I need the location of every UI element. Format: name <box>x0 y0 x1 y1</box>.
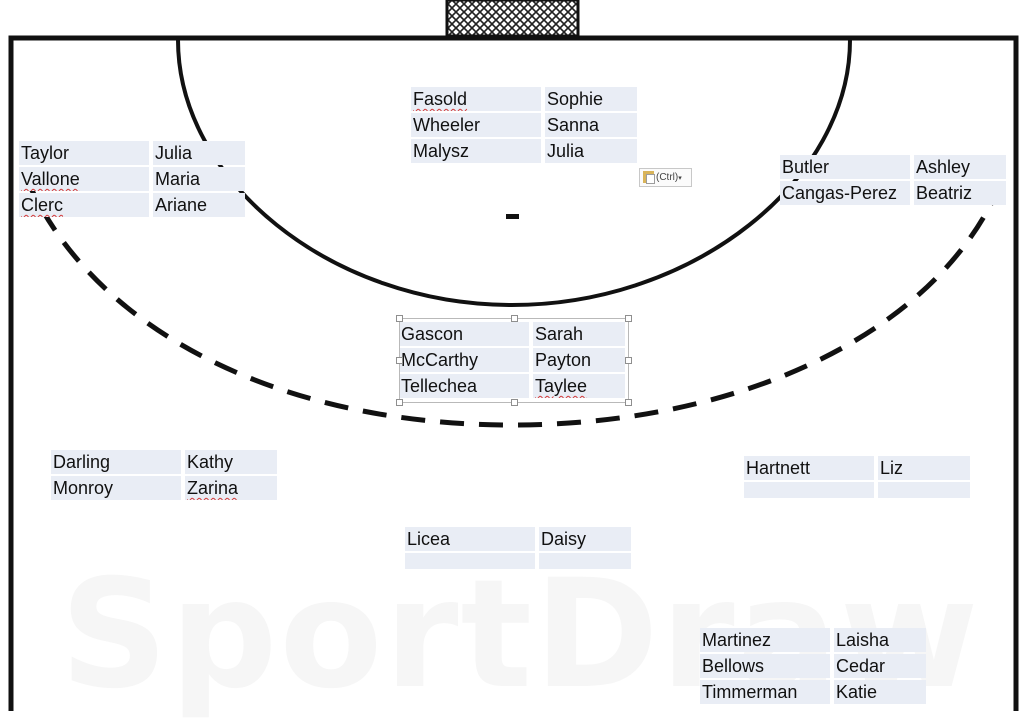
last-name-cell[interactable] <box>405 553 539 569</box>
penalty-mark <box>506 214 519 219</box>
table-row: Cangas-Perez Beatriz <box>780 181 1006 205</box>
table-row: Clerc Ariane <box>19 193 245 217</box>
table-row: Fasold Sophie <box>411 87 637 111</box>
resize-handle[interactable] <box>625 315 632 322</box>
last-name-cell[interactable]: Wheeler <box>411 113 545 137</box>
first-name-cell: Taylee <box>535 376 588 396</box>
clipboard-icon <box>643 171 655 184</box>
last-name-cell[interactable] <box>744 482 878 498</box>
court-boundary <box>8 35 1019 711</box>
last-name-cell[interactable]: Malysz <box>411 139 545 163</box>
first-name-cell: Zarina <box>187 478 239 498</box>
selection-frame[interactable] <box>396 315 632 406</box>
first-name-cell[interactable] <box>539 553 631 569</box>
table-row: Taylor Julia <box>19 141 245 165</box>
table-row: Martinez Laisha <box>700 628 926 652</box>
roster-top-left: Taylor Julia Vallone Maria Clerc Ariane <box>19 139 245 219</box>
first-name-cell[interactable]: Ashley <box>914 155 1006 179</box>
table-row: Malysz Julia <box>411 139 637 163</box>
roster-top-center: Fasold Sophie Wheeler Sanna Malysz Julia <box>411 85 637 165</box>
resize-handle[interactable] <box>625 399 632 406</box>
roster-mid-left: Darling Kathy Monroy Zarina <box>51 448 277 502</box>
table-row: Hartnett Liz <box>744 456 970 480</box>
resize-handle[interactable] <box>511 399 518 406</box>
first-name-cell[interactable]: Kathy <box>185 450 277 474</box>
paste-options-label: (Ctrl) <box>656 172 679 183</box>
first-name-cell[interactable]: Beatriz <box>914 181 1006 205</box>
resize-handle[interactable] <box>396 315 403 322</box>
last-name-cell[interactable]: Monroy <box>51 476 185 500</box>
free-throw-line <box>22 174 1007 428</box>
first-name-cell[interactable]: Daisy <box>539 527 631 551</box>
resize-handle[interactable] <box>625 357 632 364</box>
table-row <box>405 553 631 569</box>
last-name-cell[interactable]: Licea <box>405 527 539 551</box>
table-row: Vallone Maria <box>19 167 245 191</box>
roster-top-right: Butler Ashley Cangas-Perez Beatriz <box>780 153 1006 207</box>
first-name-cell[interactable] <box>878 482 970 498</box>
last-name-cell: Clerc <box>21 195 64 215</box>
last-name-cell[interactable]: Bellows <box>700 654 834 678</box>
last-name-cell[interactable]: McCarthy <box>399 348 533 372</box>
goal-net <box>445 0 580 38</box>
last-name-cell: Vallone <box>21 169 80 189</box>
table-row: Wheeler Sanna <box>411 113 637 137</box>
resize-handle[interactable] <box>511 315 518 322</box>
paste-options-button[interactable]: (Ctrl)▾ <box>639 168 692 187</box>
first-name-cell[interactable]: Katie <box>834 680 926 704</box>
first-name-cell[interactable]: Laisha <box>834 628 926 652</box>
roster-lower-center: Licea Daisy <box>405 525 631 571</box>
table-row: Gascon Sarah <box>399 322 625 346</box>
last-name-cell[interactable]: Darling <box>51 450 185 474</box>
last-name-cell[interactable]: Butler <box>780 155 914 179</box>
first-name-cell[interactable]: Maria <box>153 167 245 191</box>
first-name-cell[interactable]: Sanna <box>545 113 637 137</box>
roster-mid-right: Hartnett Liz <box>744 454 970 500</box>
table-row: Butler Ashley <box>780 155 1006 179</box>
last-name-cell[interactable]: Hartnett <box>744 456 878 480</box>
table-row <box>744 482 970 498</box>
first-name-cell[interactable]: Sophie <box>545 87 637 111</box>
last-name-cell[interactable]: Taylor <box>19 141 153 165</box>
first-name-cell[interactable]: Ariane <box>153 193 245 217</box>
last-name-cell[interactable]: Gascon <box>399 322 533 346</box>
first-name-cell[interactable]: Sarah <box>533 322 625 346</box>
first-name-cell[interactable]: Liz <box>878 456 970 480</box>
last-name-cell: Fasold <box>413 89 468 109</box>
first-name-cell[interactable]: Cedar <box>834 654 926 678</box>
table-row: Bellows Cedar <box>700 654 926 678</box>
dropdown-arrow-icon: ▾ <box>678 175 682 182</box>
table-row: Darling Kathy <box>51 450 277 474</box>
last-name-cell[interactable]: Martinez <box>700 628 834 652</box>
roster-center: Gascon Sarah McCarthy Payton Tellechea T… <box>399 320 625 400</box>
last-name-cell[interactable]: Cangas-Perez <box>780 181 914 205</box>
table-row: Timmerman Katie <box>700 680 926 704</box>
first-name-cell[interactable]: Julia <box>545 139 637 163</box>
roster-bottom-right: Martinez Laisha Bellows Cedar Timmerman … <box>700 626 926 706</box>
last-name-cell[interactable]: Timmerman <box>700 680 834 704</box>
resize-handle[interactable] <box>396 399 403 406</box>
table-row: McCarthy Payton <box>399 348 625 372</box>
table-row: Tellechea Taylee <box>399 374 625 398</box>
first-name-cell[interactable]: Julia <box>153 141 245 165</box>
last-name-cell[interactable]: Tellechea <box>399 374 533 398</box>
first-name-cell[interactable]: Payton <box>533 348 625 372</box>
goal-area-line <box>176 39 852 308</box>
table-row: Licea Daisy <box>405 527 631 551</box>
resize-handle[interactable] <box>396 357 403 364</box>
table-row: Monroy Zarina <box>51 476 277 500</box>
